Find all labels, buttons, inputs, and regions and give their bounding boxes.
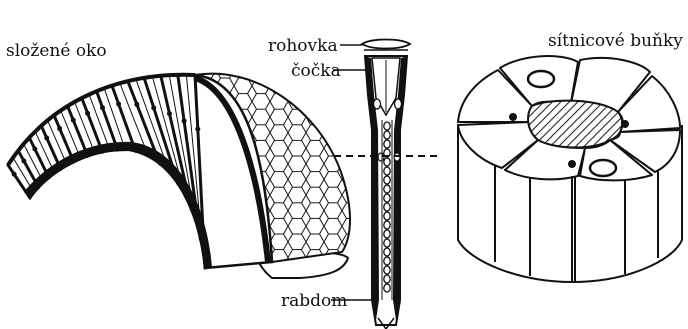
nucleus (528, 71, 554, 87)
rhabdom-segment (384, 194, 390, 202)
pigment-dot (57, 126, 62, 131)
rhabdom-segment (384, 239, 390, 247)
rhabdom-segment (384, 158, 390, 166)
rhabdom-segment (384, 203, 390, 211)
rhabdom-segment (384, 212, 390, 220)
rhabdom-segment (384, 122, 390, 130)
rhabdom-segment (384, 221, 390, 229)
lens-label: čočka (291, 61, 341, 81)
pigment-dot (182, 118, 187, 123)
pigment-dot (32, 146, 37, 151)
rhabdom-segment (384, 176, 390, 184)
rhabdom-segment (384, 248, 390, 256)
cornea-label: rohovka (268, 36, 338, 56)
pigment-dot (100, 105, 105, 110)
rhabdom-cross-section (528, 101, 622, 148)
rhabdom-segment (384, 230, 390, 238)
retinal-cells-drawing (458, 56, 682, 282)
pigment-dot (71, 118, 76, 123)
rhabdom-segment (384, 185, 390, 193)
rhabdom-label: rabdom (281, 291, 347, 311)
rhabdom-segment (384, 131, 390, 139)
retinal-cells-label: sítnicové buňky (548, 31, 683, 51)
cornea-cap (362, 40, 410, 49)
pigment-dot (151, 105, 156, 110)
pigment-dot (116, 102, 121, 107)
pigment-dot (44, 136, 49, 141)
pigment-dot (12, 172, 17, 177)
compound-eye-label: složené oko (6, 41, 107, 61)
rhabdom-segment (384, 167, 390, 175)
rhabdom-segment (384, 257, 390, 265)
pigment-dot (21, 158, 26, 163)
pigment-dot (195, 127, 200, 132)
rhabdom-segment (384, 140, 390, 148)
pigment-dot (134, 102, 139, 107)
pigment-dot (167, 111, 172, 116)
compound-eye-drawing (8, 60, 360, 278)
rhabdom-segment (384, 284, 390, 292)
ommatidium-drawing (331, 40, 440, 329)
nucleus (590, 160, 616, 176)
pigment-dot (85, 111, 90, 116)
rhabdom-segment (384, 266, 390, 274)
rhabdom-segment (384, 275, 390, 283)
rhabdom-chain (384, 122, 390, 292)
